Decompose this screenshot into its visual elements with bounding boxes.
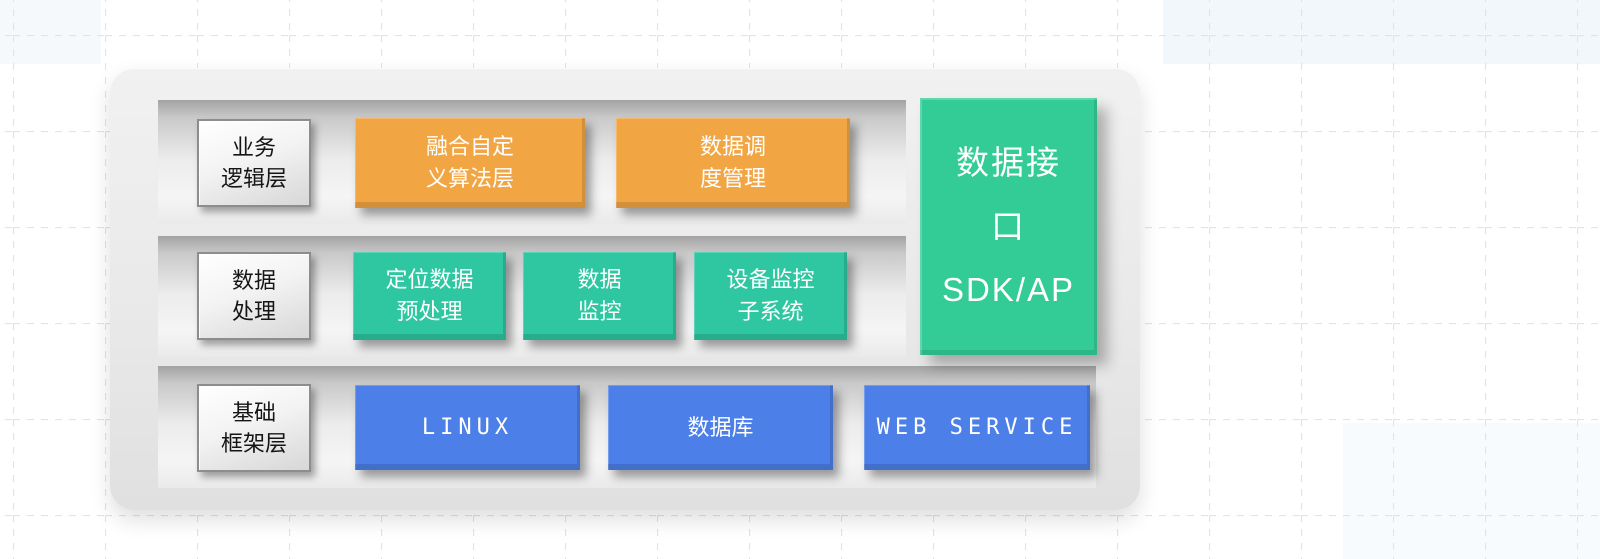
- label-line: 处理: [231, 299, 276, 324]
- block-line: 定位数据: [385, 267, 474, 292]
- block-device-monitoring-subsystem: 设备监控 子系统: [694, 252, 847, 340]
- block-line: 子系统: [737, 299, 804, 324]
- block-line: 融合自定: [425, 134, 514, 159]
- layer-label-framework: 基础 框架层: [197, 384, 311, 472]
- block-line: WEB SERVICE: [876, 414, 1078, 440]
- label-line: 逻辑层: [220, 166, 287, 191]
- block-line: 度管理: [699, 166, 766, 191]
- block-line: SDK/AP: [941, 270, 1076, 308]
- label-line: 业务: [231, 135, 276, 160]
- block-line: LINUX: [421, 414, 514, 440]
- label-line: 基础: [231, 400, 276, 425]
- block-linux: LINUX: [355, 385, 580, 470]
- block-positioning-preprocess: 定位数据 预处理: [353, 252, 506, 340]
- block-line: 监控: [577, 299, 622, 324]
- block-line: 数据接: [956, 144, 1061, 182]
- block-data-scheduling: 数据调 度管理: [616, 118, 850, 208]
- label-line: 框架层: [220, 431, 287, 456]
- block-line: 义算法层: [425, 166, 514, 191]
- block-line: 数据库: [687, 414, 754, 440]
- block-line: 口: [991, 207, 1026, 245]
- block-web-service: WEB SERVICE: [864, 385, 1090, 470]
- layer-label-business-logic: 业务 逻辑层: [197, 119, 311, 207]
- layer-label-data-processing: 数据 处理: [197, 252, 311, 340]
- block-data-interface-sdk: 数据接 口 SDK/AP: [920, 98, 1097, 355]
- label-line: 数据: [231, 268, 276, 293]
- block-line: 设备监控: [726, 267, 815, 292]
- block-database: 数据库: [608, 385, 833, 470]
- block-line: 数据调: [699, 134, 766, 159]
- block-line: 数据: [577, 267, 622, 292]
- block-data-monitoring: 数据 监控: [523, 252, 676, 340]
- block-line: 预处理: [396, 299, 463, 324]
- block-fusion-custom-algorithm: 融合自定 义算法层: [355, 118, 585, 208]
